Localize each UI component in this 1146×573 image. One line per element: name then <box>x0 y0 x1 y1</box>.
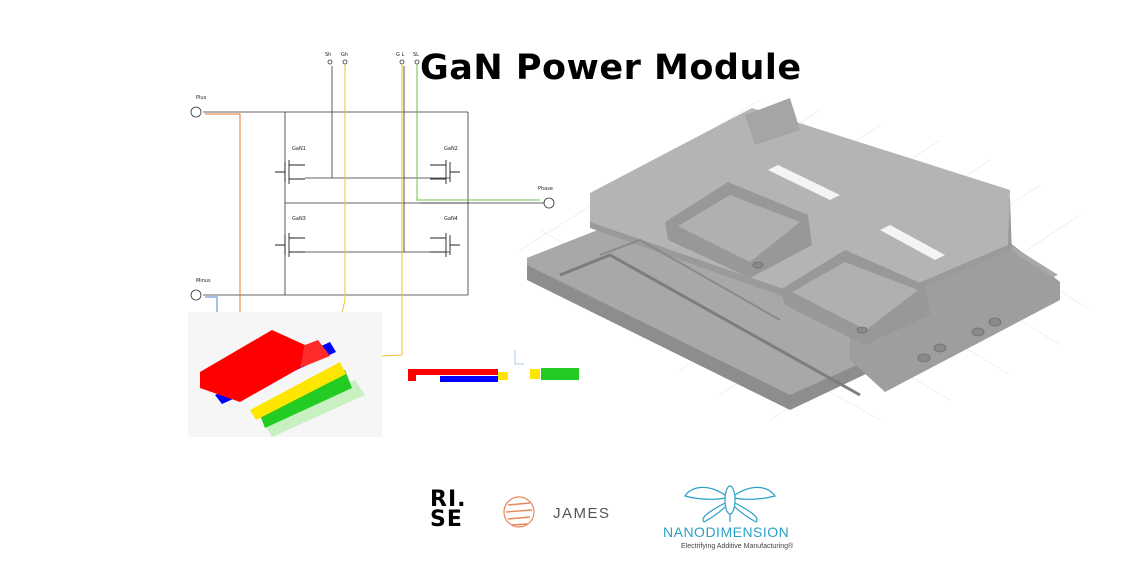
cross-section <box>408 350 579 382</box>
label-sh: Sh <box>325 52 331 58</box>
terminals <box>190 59 555 301</box>
label-plus: Plus <box>196 95 207 101</box>
groove-front <box>559 253 861 397</box>
label-gan4: GaN4 <box>444 216 458 222</box>
label-gan2: GaN2 <box>444 146 458 152</box>
section-yellow-2 <box>530 369 540 379</box>
label-sl: SL <box>413 52 419 58</box>
slot-right <box>880 225 945 260</box>
rise-logo: RI. SE <box>430 487 467 532</box>
nanodimension-tagline: Electrifying Additive Manufacturing® <box>681 543 794 550</box>
schematic: Sh Gh G L SL Plus Minus Phase GaN1 GaN2 … <box>190 52 555 398</box>
frame-top <box>590 108 1010 312</box>
james-logo-mark <box>503 496 535 528</box>
label-gan1: GaN1 <box>292 146 306 152</box>
nanodimension-logo-mark <box>684 485 776 523</box>
section-green <box>541 368 579 380</box>
green-fade <box>262 380 365 437</box>
rise-logo-line2: SE <box>430 507 463 532</box>
label-gan3: GaN3 <box>292 216 306 222</box>
label-gh: Gh <box>341 52 348 58</box>
module-3d-render <box>519 98 1091 421</box>
red-layer-edge <box>300 340 330 368</box>
yellow-layer <box>250 362 346 420</box>
section-red <box>408 369 498 375</box>
groove-inner <box>599 238 781 321</box>
section-blue <box>440 376 498 382</box>
page-title: GaN Power Module <box>420 48 802 88</box>
slot-top <box>768 165 840 200</box>
section-yellow <box>498 372 508 380</box>
green-layer <box>258 370 352 428</box>
james-logo-text: JAMES <box>553 505 611 522</box>
pocket-right-floor <box>792 262 918 330</box>
plus-route <box>205 113 268 341</box>
lower-step <box>850 250 1060 392</box>
section-red-tab <box>408 375 416 381</box>
transistor-symbols <box>275 160 460 257</box>
red-layer <box>200 330 305 402</box>
gh-route <box>332 64 346 351</box>
label-phase: Phase <box>538 186 553 192</box>
bus-wires <box>203 66 545 296</box>
phase-route <box>416 64 540 201</box>
pocket-left-floor <box>678 195 800 262</box>
corner-block <box>745 98 800 145</box>
pads <box>752 261 1002 363</box>
label-gl: G L <box>396 52 404 58</box>
rise-logo-line1: RI. <box>430 487 467 512</box>
label-minus: Minus <box>196 278 211 284</box>
layer-stack-render <box>188 312 382 437</box>
nanodimension-logo-text: NANODIMENSION <box>663 524 790 540</box>
